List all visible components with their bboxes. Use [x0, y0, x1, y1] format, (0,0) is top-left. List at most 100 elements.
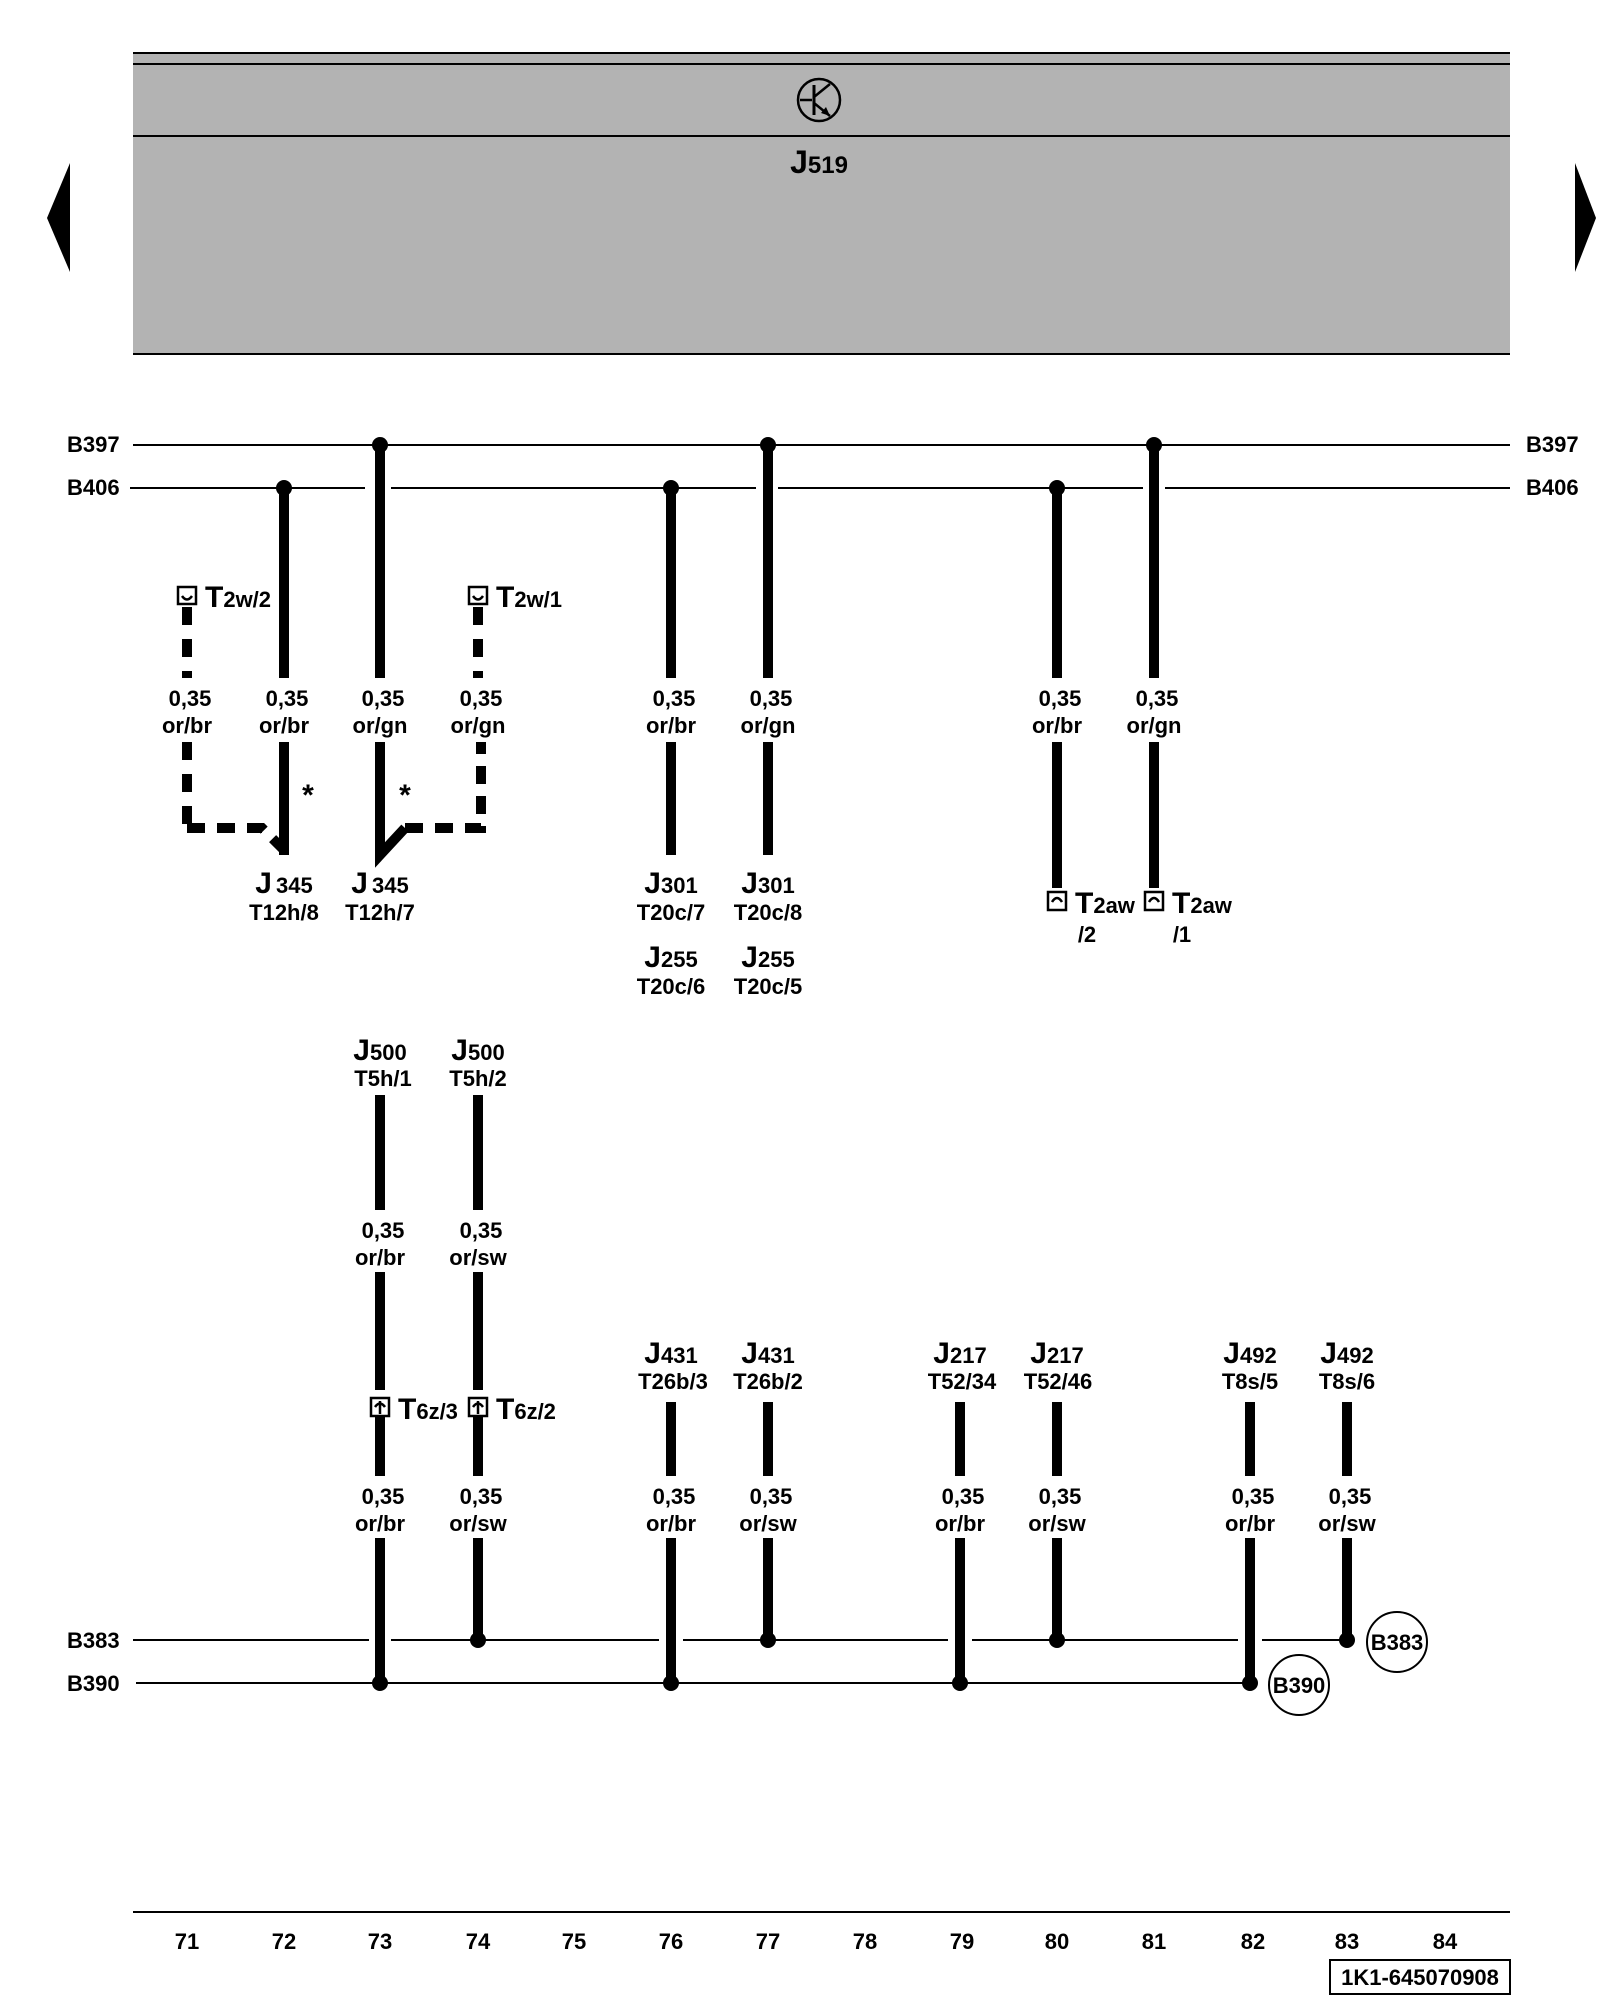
wire-size: 0,35: [750, 1484, 793, 1509]
wire-size: 0,35: [750, 686, 793, 711]
column-number: 82: [1241, 1929, 1265, 1954]
svg-text:T2w/2: T2w/2: [205, 581, 271, 614]
svg-text:B390: B390: [1273, 1673, 1326, 1698]
component-pin: T52/34: [928, 1369, 997, 1394]
component-label: J217: [1030, 1337, 1083, 1370]
wire-size: 0,35: [460, 1218, 503, 1243]
wire-size: 0,35: [1039, 686, 1082, 711]
bus-label-b397-left: B397: [67, 432, 120, 457]
wire-color: or/br: [355, 1245, 406, 1270]
component-pin: T26b/3: [638, 1369, 708, 1394]
wire-size: 0,35: [460, 1484, 503, 1509]
component-label: J492: [1223, 1337, 1276, 1370]
component-label: J500: [353, 1034, 406, 1067]
wire-color: or/sw: [739, 1511, 797, 1536]
wire-color: or/br: [1032, 713, 1083, 738]
wire-size: 0,35: [362, 1218, 405, 1243]
connector-t6z-3: T6z/3: [369, 1393, 458, 1426]
wire-color: or/br: [1225, 1511, 1276, 1536]
ref-b390-link[interactable]: B390: [1268, 1654, 1330, 1716]
electronic-component-icon: [796, 77, 842, 123]
upper-junction-dots: [276, 437, 1162, 496]
component-pin: T20c/8: [734, 900, 803, 925]
module-body: [133, 53, 1510, 353]
bottom-bus-lines: B383 B390: [67, 1628, 1347, 1696]
control-module-j519: J519: [133, 52, 1510, 355]
column-number: 80: [1045, 1929, 1069, 1954]
connector-t2w-2: T2w/2: [176, 581, 271, 614]
column-number: 76: [659, 1929, 683, 1954]
wire-size: 0,35: [1039, 1484, 1082, 1509]
wire-color: or/gn: [741, 713, 796, 738]
column-number: 81: [1142, 1929, 1166, 1954]
wire-size: 0,35: [1232, 1484, 1275, 1509]
lower-wires: [375, 1095, 1352, 1683]
lower-wire-labels: 0,35 or/br 0,35 or/sw 0,35 or/br 0,35 or…: [355, 1218, 1377, 1536]
wire-color: or/gn: [1127, 713, 1182, 738]
wire-color: or/sw: [449, 1245, 507, 1270]
wire-color: or/sw: [1028, 1511, 1086, 1536]
wire-size: 0,35: [169, 686, 212, 711]
wire-color: or/br: [935, 1511, 986, 1536]
component-label: J492: [1320, 1337, 1373, 1370]
component-label: J217: [933, 1337, 986, 1370]
wire-size: 0,35: [653, 686, 696, 711]
column-number: 72: [272, 1929, 296, 1954]
previous-page-arrow-icon[interactable]: [47, 163, 70, 272]
column-number: 79: [950, 1929, 974, 1954]
wire-color: or/br: [646, 713, 697, 738]
bus-label-b406-right: B406: [1526, 475, 1579, 500]
svg-text:/2: /2: [1078, 922, 1096, 947]
column-number: 84: [1433, 1929, 1458, 1954]
next-page-arrow-icon[interactable]: [1575, 163, 1596, 272]
wire-size: 0,35: [1136, 686, 1179, 711]
bus-label-b383: B383: [67, 1628, 120, 1653]
component-pin: T8s/6: [1319, 1369, 1375, 1394]
wire-size: 0,35: [942, 1484, 985, 1509]
svg-text:T2w/1: T2w/1: [496, 581, 562, 614]
ref-b383-link[interactable]: B383: [1366, 1611, 1428, 1673]
svg-text:T6z/3: T6z/3: [398, 1393, 458, 1426]
upper-wire-labels: 0,35 or/br 0,35 or/br 0,35 or/gn 0,35 or…: [162, 686, 1182, 812]
component-pin: T12h/7: [345, 900, 415, 925]
component-pin: T52/46: [1024, 1369, 1093, 1394]
svg-text:B383: B383: [1371, 1630, 1424, 1655]
wire-size: 0,35: [266, 686, 309, 711]
wire-color: or/sw: [1318, 1511, 1376, 1536]
wire-size: 0,35: [653, 1484, 696, 1509]
connector-t2aw-1: T2aw /1: [1143, 887, 1233, 947]
component-label: J500: [451, 1034, 504, 1067]
column-number: 83: [1335, 1929, 1359, 1954]
module-title: J519: [790, 144, 848, 180]
bus-label-b390: B390: [67, 1671, 120, 1696]
column-number: 73: [368, 1929, 392, 1954]
connector-t6z-2: T6z/2: [467, 1393, 556, 1426]
component-label: J255: [741, 941, 794, 974]
wire-color: or/br: [259, 713, 310, 738]
bus-label-b397-right: B397: [1526, 432, 1579, 457]
column-number: 71: [175, 1929, 199, 1954]
column-number: 77: [756, 1929, 780, 1954]
column-number: 74: [466, 1929, 491, 1954]
component-pin: T8s/5: [1222, 1369, 1278, 1394]
wire-color: or/br: [355, 1511, 406, 1536]
component-label: J255: [644, 941, 697, 974]
wire-size: 0,35: [362, 1484, 405, 1509]
wire-size: 0,35: [460, 686, 503, 711]
column-number: 75: [562, 1929, 586, 1954]
component-pin: T5h/2: [449, 1066, 506, 1091]
svg-text:T2aw: T2aw: [1172, 887, 1233, 920]
lower-junction-dots: [372, 1632, 1355, 1691]
bus-label-b406-left: B406: [67, 475, 120, 500]
wire-size: 0,35: [362, 686, 405, 711]
svg-text:1K1-645070908: 1K1-645070908: [1341, 1965, 1499, 1990]
svg-text:/1: /1: [1173, 922, 1191, 947]
footnote-star: *: [399, 779, 411, 812]
component-pin: T5h/1: [354, 1066, 411, 1091]
drawing-code: 1K1-645070908: [1329, 1959, 1511, 1995]
wire-color: or/gn: [451, 713, 506, 738]
